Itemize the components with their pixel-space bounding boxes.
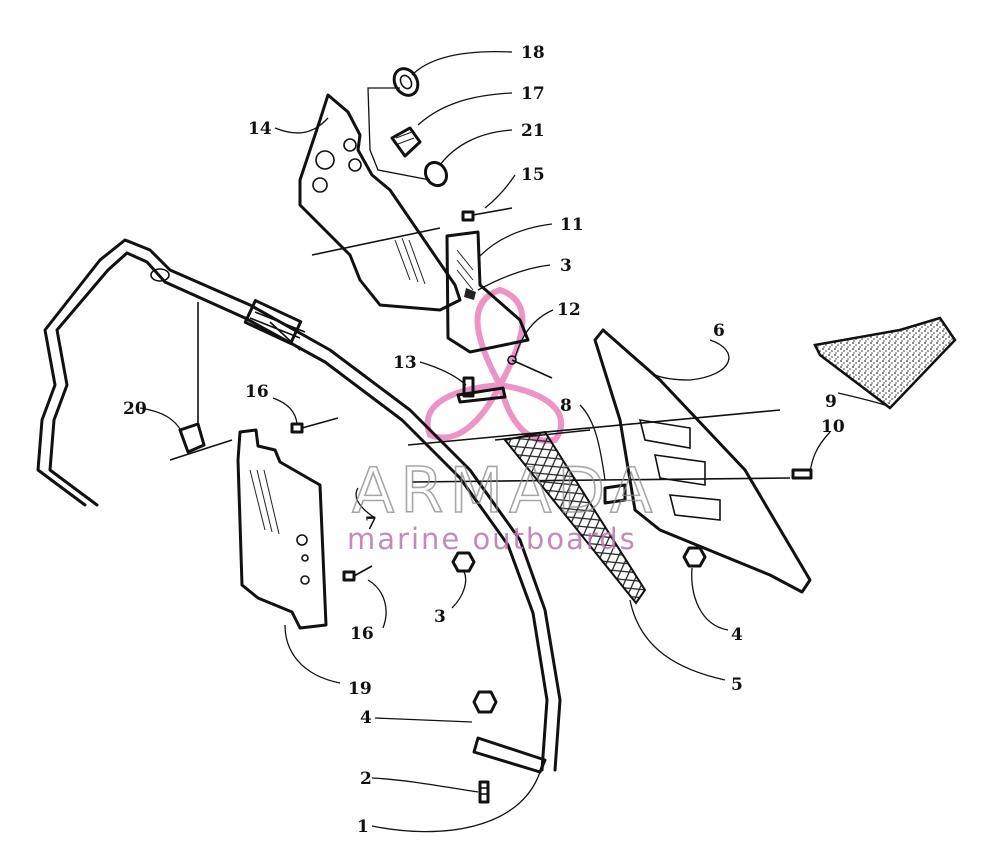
bushing-17: [390, 126, 422, 158]
plate-upper-bracket: [298, 93, 462, 312]
pad-triangle: [813, 316, 957, 410]
callout-17: 17: [521, 84, 545, 104]
nut-3-lower: [451, 551, 476, 573]
callout-15: 15: [521, 165, 545, 185]
callout-9: 9: [825, 392, 837, 412]
callout-8: 8: [560, 396, 572, 416]
callout-10: 10: [821, 417, 845, 437]
nut-4-lower: [472, 690, 498, 714]
callout-19: 19: [348, 679, 372, 699]
callout-7: 7: [365, 514, 377, 534]
callout-3-lower: 3: [434, 607, 446, 627]
callout-labels: 18 17 21 14 15 11 3 12 13 6 9 8 10 20 16…: [123, 43, 845, 837]
callout-21: 21: [521, 121, 545, 141]
pin-15: [461, 207, 513, 222]
bracket-8: [603, 483, 627, 505]
callout-1: 1: [357, 817, 369, 837]
callout-2: 2: [360, 769, 372, 789]
pin-16-upper: [290, 417, 339, 434]
pin-12: [507, 355, 553, 379]
callout-3-upper: 3: [560, 256, 572, 276]
callout-16-upper: 16: [245, 382, 269, 402]
callout-4-right: 4: [731, 625, 743, 645]
callout-4-lower: 4: [360, 708, 372, 728]
alignment-lines: [197, 227, 791, 483]
callout-16-lower: 16: [350, 624, 374, 644]
watermark-tagline: marine outboards: [347, 522, 637, 556]
watermark-brand: ARMADA: [352, 454, 658, 527]
callout-5: 5: [731, 675, 743, 695]
leader-lines: [139, 50, 886, 833]
bolt-2: [478, 780, 490, 804]
clamp-20: [169, 422, 233, 461]
plate-lower: [236, 428, 328, 630]
callout-18: 18: [521, 43, 545, 63]
callout-14: 14: [248, 119, 272, 139]
callout-12: 12: [557, 300, 581, 320]
bolt-10: [791, 468, 813, 480]
callout-6: 6: [713, 321, 725, 341]
callout-11: 11: [560, 215, 584, 235]
nut-4-right: [682, 546, 707, 568]
bushing-connector: [367, 87, 431, 181]
callout-20: 20: [123, 399, 147, 419]
pin-16-lower: [342, 565, 373, 582]
bracket-vertical: [445, 230, 530, 354]
bolt-13: [456, 376, 507, 404]
platform-triangle: [593, 328, 812, 594]
callout-13: 13: [393, 353, 417, 373]
mesh-screen: [503, 430, 647, 605]
bushing-21: [423, 160, 449, 188]
